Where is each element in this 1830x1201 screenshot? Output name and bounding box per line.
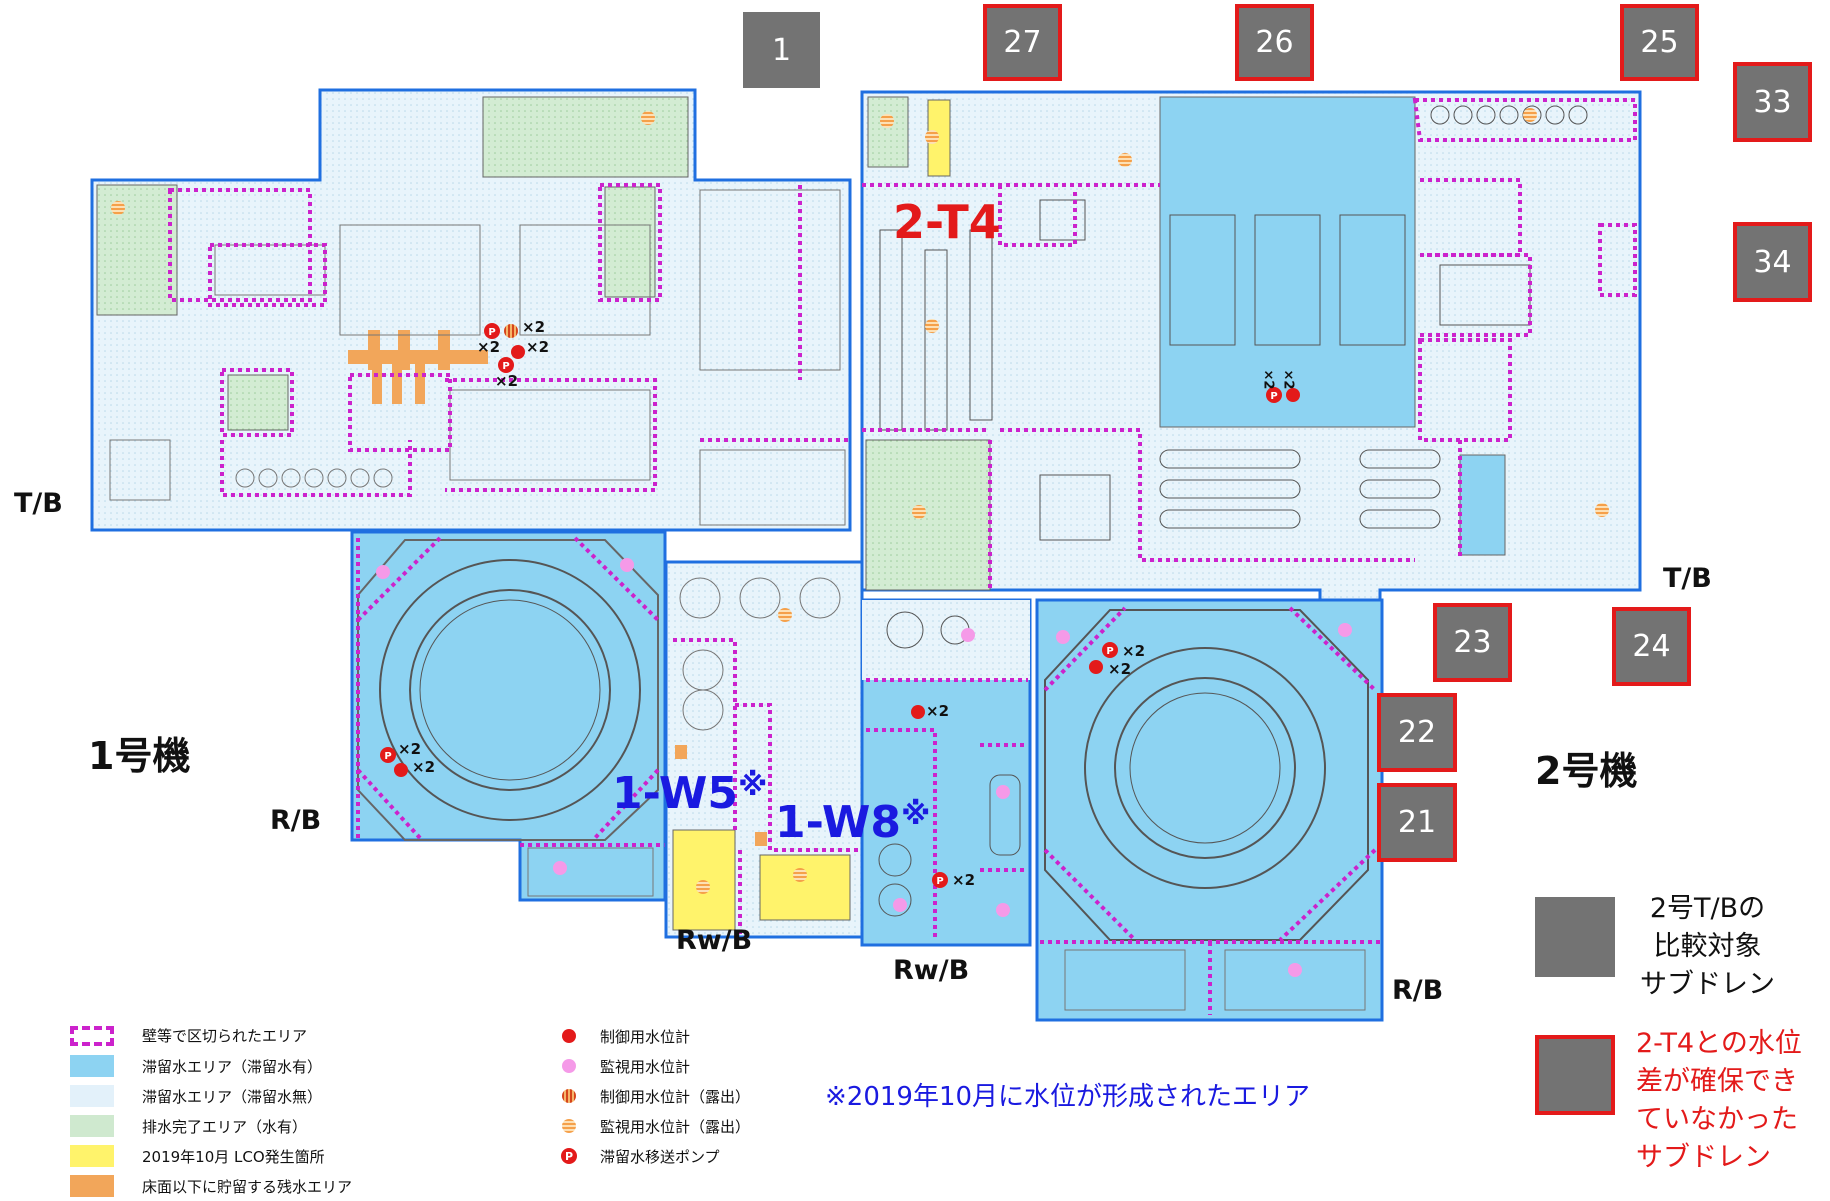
exposed-monitoring-meters (111, 108, 1609, 894)
multiplier-label: ×2 (522, 318, 546, 336)
area-1w5-asterisk: ※ (738, 768, 768, 803)
subdrain-27[interactable]: 27 (983, 4, 1062, 81)
legend-line: サブドレン (1640, 969, 1775, 1000)
swatch-icon (70, 1175, 114, 1197)
legend-label: 制御用水位計 (600, 1027, 691, 1046)
unit1-radwaste-building-w5 (664, 560, 864, 939)
red-dot-icon (562, 1029, 576, 1043)
area-2t4-label: 2-T4 (893, 195, 1001, 249)
unit1-label: 1号機 (88, 734, 191, 778)
unit2-rb-label: R/B (1392, 975, 1444, 1006)
legend-line: 差が確保でき (1636, 1066, 1798, 1097)
legend-line: 2-T4との水位 (1636, 1028, 1802, 1059)
multiplier-label: ×2 (526, 338, 550, 356)
legend-drained: 排水完了エリア（水有） (70, 1115, 307, 1137)
legend-pump: P 滞留水移送ポンプ (558, 1145, 720, 1167)
legend-red-swatch (1535, 1035, 1615, 1115)
multiplier-label: ×2 (1280, 369, 1296, 390)
legend-label: 2019年10月 LCO発生箇所 (142, 1147, 325, 1166)
legend-line: サブドレン (1636, 1142, 1771, 1173)
subdrain-33[interactable]: 33 (1733, 62, 1812, 142)
multiplier-label: ×2 (495, 372, 519, 390)
subdrain-21[interactable]: 21 (1377, 783, 1457, 862)
unit1-rb-label: R/B (270, 805, 322, 836)
unit2-reactor-building (1035, 598, 1384, 1022)
transfer-pumps: P P P P P P (380, 323, 1282, 888)
legend-control-meter-exposed: 制御用水位計（露出） (558, 1085, 750, 1107)
subdrain-22[interactable]: 22 (1377, 693, 1457, 772)
legend-gray-text: 2号T/Bの 比較対象 サブドレン (1640, 890, 1775, 1004)
swatch-icon (70, 1115, 114, 1137)
multiplier-label: ×2 (412, 758, 436, 776)
area-1w8-name: 1-W8 (775, 797, 902, 848)
multiplier-label: ×2 (1108, 660, 1132, 678)
swatch-icon (70, 1055, 114, 1077)
legend-line: ていなかった (1636, 1104, 1798, 1135)
formation-note: ※2019年10月に水位が形成されたエリア (825, 1082, 1311, 1112)
svg-text:P: P (936, 876, 943, 887)
svg-text:P: P (502, 361, 509, 372)
unit1-turbine-building (90, 88, 852, 532)
legend-label: 滞留水エリア（滞留水有） (142, 1057, 323, 1076)
legend-label: 滞留水エリア（滞留水無） (142, 1087, 323, 1106)
svg-text:P: P (384, 751, 391, 762)
legend-water-present: 滞留水エリア（滞留水有） (70, 1055, 322, 1077)
unit1-reactor-building (350, 530, 667, 902)
legend-water-absent: 滞留水エリア（滞留水無） (70, 1085, 322, 1107)
legend-monitor-meter-exposed: 監視用水位計（露出） (558, 1115, 750, 1137)
legend-label: 滞留水移送ポンプ (600, 1147, 720, 1166)
multiplier-label: ×2 (1122, 642, 1146, 660)
pump-icon: P (561, 1148, 577, 1164)
svg-text:P: P (488, 327, 495, 338)
subdrain-34[interactable]: 34 (1733, 222, 1812, 302)
subdrain-24[interactable]: 24 (1612, 607, 1691, 686)
svg-text:P: P (1106, 646, 1113, 657)
multiplier-label: ×2 (477, 338, 501, 356)
legend-gray-swatch (1535, 897, 1615, 977)
unit2-rwb-label: Rw/B (893, 955, 970, 986)
subdrain-1[interactable]: 1 (743, 12, 820, 88)
swatch-icon (70, 1145, 114, 1167)
legend-monitor-meter: 監視用水位計 (558, 1055, 690, 1077)
svg-text:P: P (1270, 391, 1277, 402)
striped-red-dot-icon (562, 1089, 576, 1103)
legend-label: 制御用水位計（露出） (600, 1087, 751, 1106)
multiplier-label: ×2 (1260, 369, 1276, 390)
pink-dot-icon (562, 1059, 576, 1073)
area-1w8-label: 1-W8※ (775, 797, 930, 848)
area-1w5-label: 1-W5※ (612, 768, 767, 819)
legend-label: 壁等で区切られたエリア (142, 1027, 308, 1045)
legend-line: 2号T/Bの (1649, 893, 1766, 924)
unit1-tb-label: T/B (14, 488, 63, 519)
legend-red-text: 2-T4との水位 差が確保でき ていなかった サブドレン (1636, 1025, 1802, 1177)
area-1w5-name: 1-W5 (612, 768, 739, 819)
subdrain-25[interactable]: 25 (1620, 4, 1699, 81)
multiplier-label: ×2 (952, 871, 976, 889)
legend-label: 床面以下に貯留する残水エリア (142, 1177, 353, 1196)
legend-lco: 2019年10月 LCO発生箇所 (70, 1145, 325, 1167)
area-1w8-asterisk: ※ (901, 797, 931, 832)
legend-control-meter: 制御用水位計 (558, 1025, 690, 1047)
legend-label: 監視用水位計 (600, 1057, 691, 1076)
subdrain-23[interactable]: 23 (1433, 603, 1512, 682)
unit2-label: 2号機 (1535, 749, 1638, 793)
subdrain-26[interactable]: 26 (1235, 4, 1314, 81)
multiplier-label: ×2 (398, 740, 422, 758)
multiplier-label: ×2 (926, 702, 950, 720)
legend-partition: 壁等で区切られたエリア (70, 1025, 307, 1046)
swatch-icon (70, 1085, 114, 1107)
legend-label: 監視用水位計（露出） (600, 1117, 751, 1136)
legend-line: 比較対象 (1653, 931, 1762, 962)
control-meters (394, 324, 1300, 777)
striped-orange-dot-icon (562, 1119, 576, 1133)
legend-residual: 床面以下に貯留する残水エリア (70, 1175, 352, 1197)
unit1-rwb-label: Rw/B (676, 925, 753, 956)
monitoring-meters (376, 558, 1352, 977)
unit2-tb-label: T/B (1663, 563, 1712, 594)
legend-label: 排水完了エリア（水有） (142, 1117, 308, 1136)
dotted-border-icon (70, 1025, 114, 1046)
unit2-turbine-building (860, 90, 1642, 612)
unit2-radwaste-building-w8 (860, 598, 1032, 947)
